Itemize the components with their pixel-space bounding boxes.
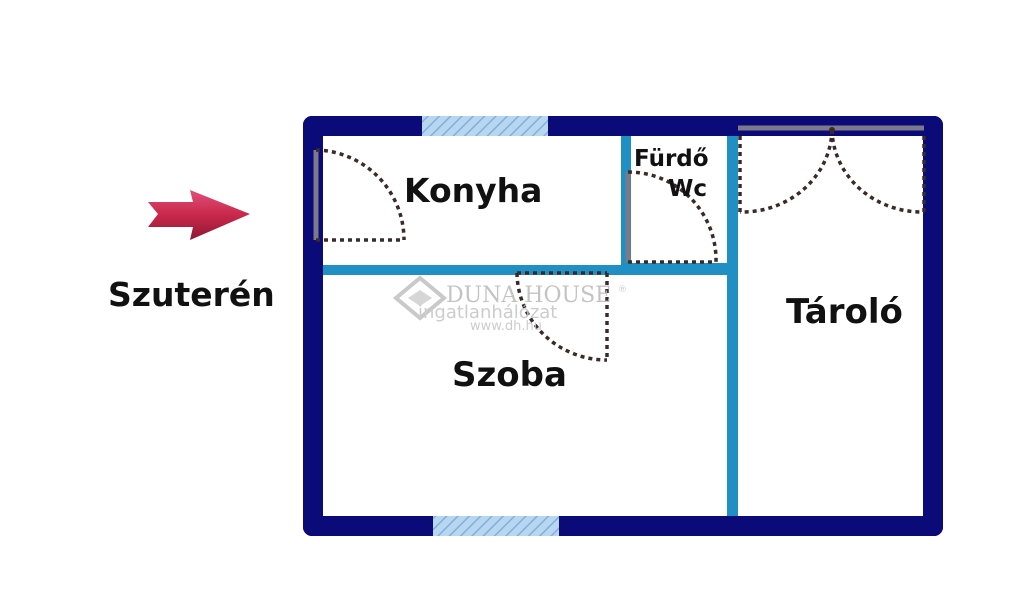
room-label-konyha: Konyha — [404, 171, 542, 210]
watermark-registered: ® — [618, 285, 627, 295]
watermark: DUNA HOUSE ® ingatlanhálózat www.dh.hu — [392, 275, 627, 334]
room-label-szoba: Szoba — [452, 355, 567, 395]
room-label-wc: Wc — [668, 176, 707, 202]
watermark-tagline: ingatlanhálózat — [418, 302, 557, 323]
room-label-tarolo: Tároló — [786, 292, 903, 332]
entrance-arrow-icon — [148, 190, 250, 240]
house-logo-icon — [392, 275, 448, 321]
level-label: Szuterén — [108, 275, 275, 314]
room-label-furdo: Fürdő — [634, 146, 709, 172]
watermark-url: www.dh.hu — [470, 319, 542, 334]
door-hinge — [829, 127, 835, 133]
window-top — [422, 116, 548, 136]
window-bottom — [433, 516, 559, 536]
door-swings — [315, 129, 926, 362]
watermark-brand: DUNA HOUSE — [446, 283, 611, 308]
